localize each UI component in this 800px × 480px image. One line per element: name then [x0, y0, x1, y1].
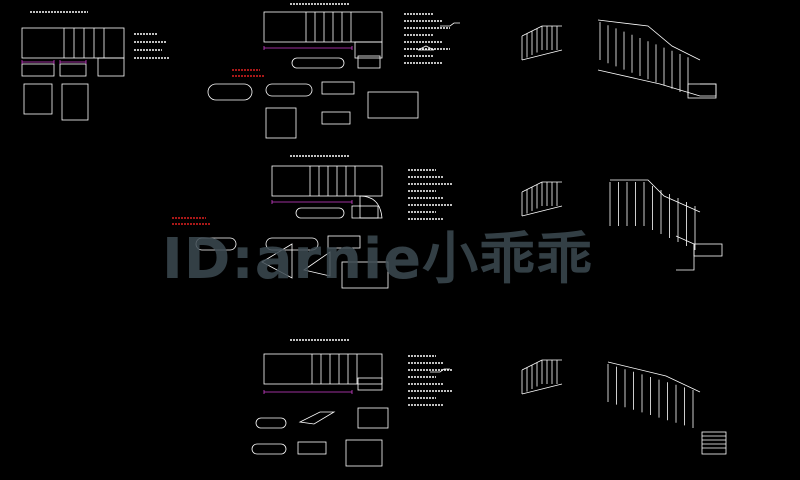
landing-icon: [693, 243, 723, 257]
s1-part-rect: [61, 83, 89, 121]
s1c-rail-piece: [265, 83, 313, 97]
s1-part-rect: [59, 63, 87, 77]
handrail-profile-icon: [430, 368, 450, 373]
iso-1b-stringer: [597, 69, 717, 97]
iso-2b-handrail: [610, 179, 701, 213]
s3-part-rect: [357, 407, 389, 429]
handrail-profile-icon: [440, 22, 460, 27]
s1b-part-rect: [357, 55, 381, 69]
s1c-part-rect: [367, 91, 419, 119]
s1b-plan-landing: [354, 41, 383, 59]
iso-1a-base: [521, 49, 563, 61]
s1b-rail-piece: [291, 57, 345, 69]
landing-icon: [687, 83, 717, 99]
s3-part-rect: [345, 439, 383, 467]
s2-part-rect: [341, 261, 389, 289]
s1-part-rect: [23, 83, 53, 115]
s2-plan-outline: [271, 165, 383, 197]
s2-part-triangle: [303, 251, 331, 277]
stair-plan-icon: [359, 195, 383, 219]
s3-rail-piece: [255, 417, 287, 429]
s3-plan-outline: [263, 353, 383, 385]
s3-plan-landing: [357, 377, 383, 391]
iso-2a-base: [521, 205, 563, 217]
iso-2b-stringer: [675, 235, 695, 271]
s3-part: [298, 411, 336, 425]
s2-part-triangle: [261, 243, 293, 279]
s1c-rail-piece: [207, 83, 253, 101]
s3-rail-piece: [251, 443, 287, 455]
iso-1b-handrail: [597, 19, 701, 61]
s2-rail-piece: [195, 237, 237, 251]
s3-part-rect: [297, 441, 327, 455]
s1c-part-rect: [321, 81, 355, 95]
s1b-plan-outline: [263, 11, 383, 43]
s1-plan-outline: [21, 27, 125, 59]
s1c-part-rect: [265, 107, 297, 139]
iso-3b-handrail: [607, 361, 701, 393]
s1-plan-landing: [97, 57, 125, 77]
landing-icon: [701, 431, 727, 455]
s2-rail-piece: [295, 207, 345, 219]
s1-part-rect: [21, 63, 55, 77]
s1c-part-rect: [321, 111, 351, 125]
handrail-profile-icon: [417, 45, 435, 51]
s2-part-rect: [351, 205, 379, 219]
s2-part-rect: [327, 235, 361, 249]
iso-3a-base: [521, 383, 563, 395]
